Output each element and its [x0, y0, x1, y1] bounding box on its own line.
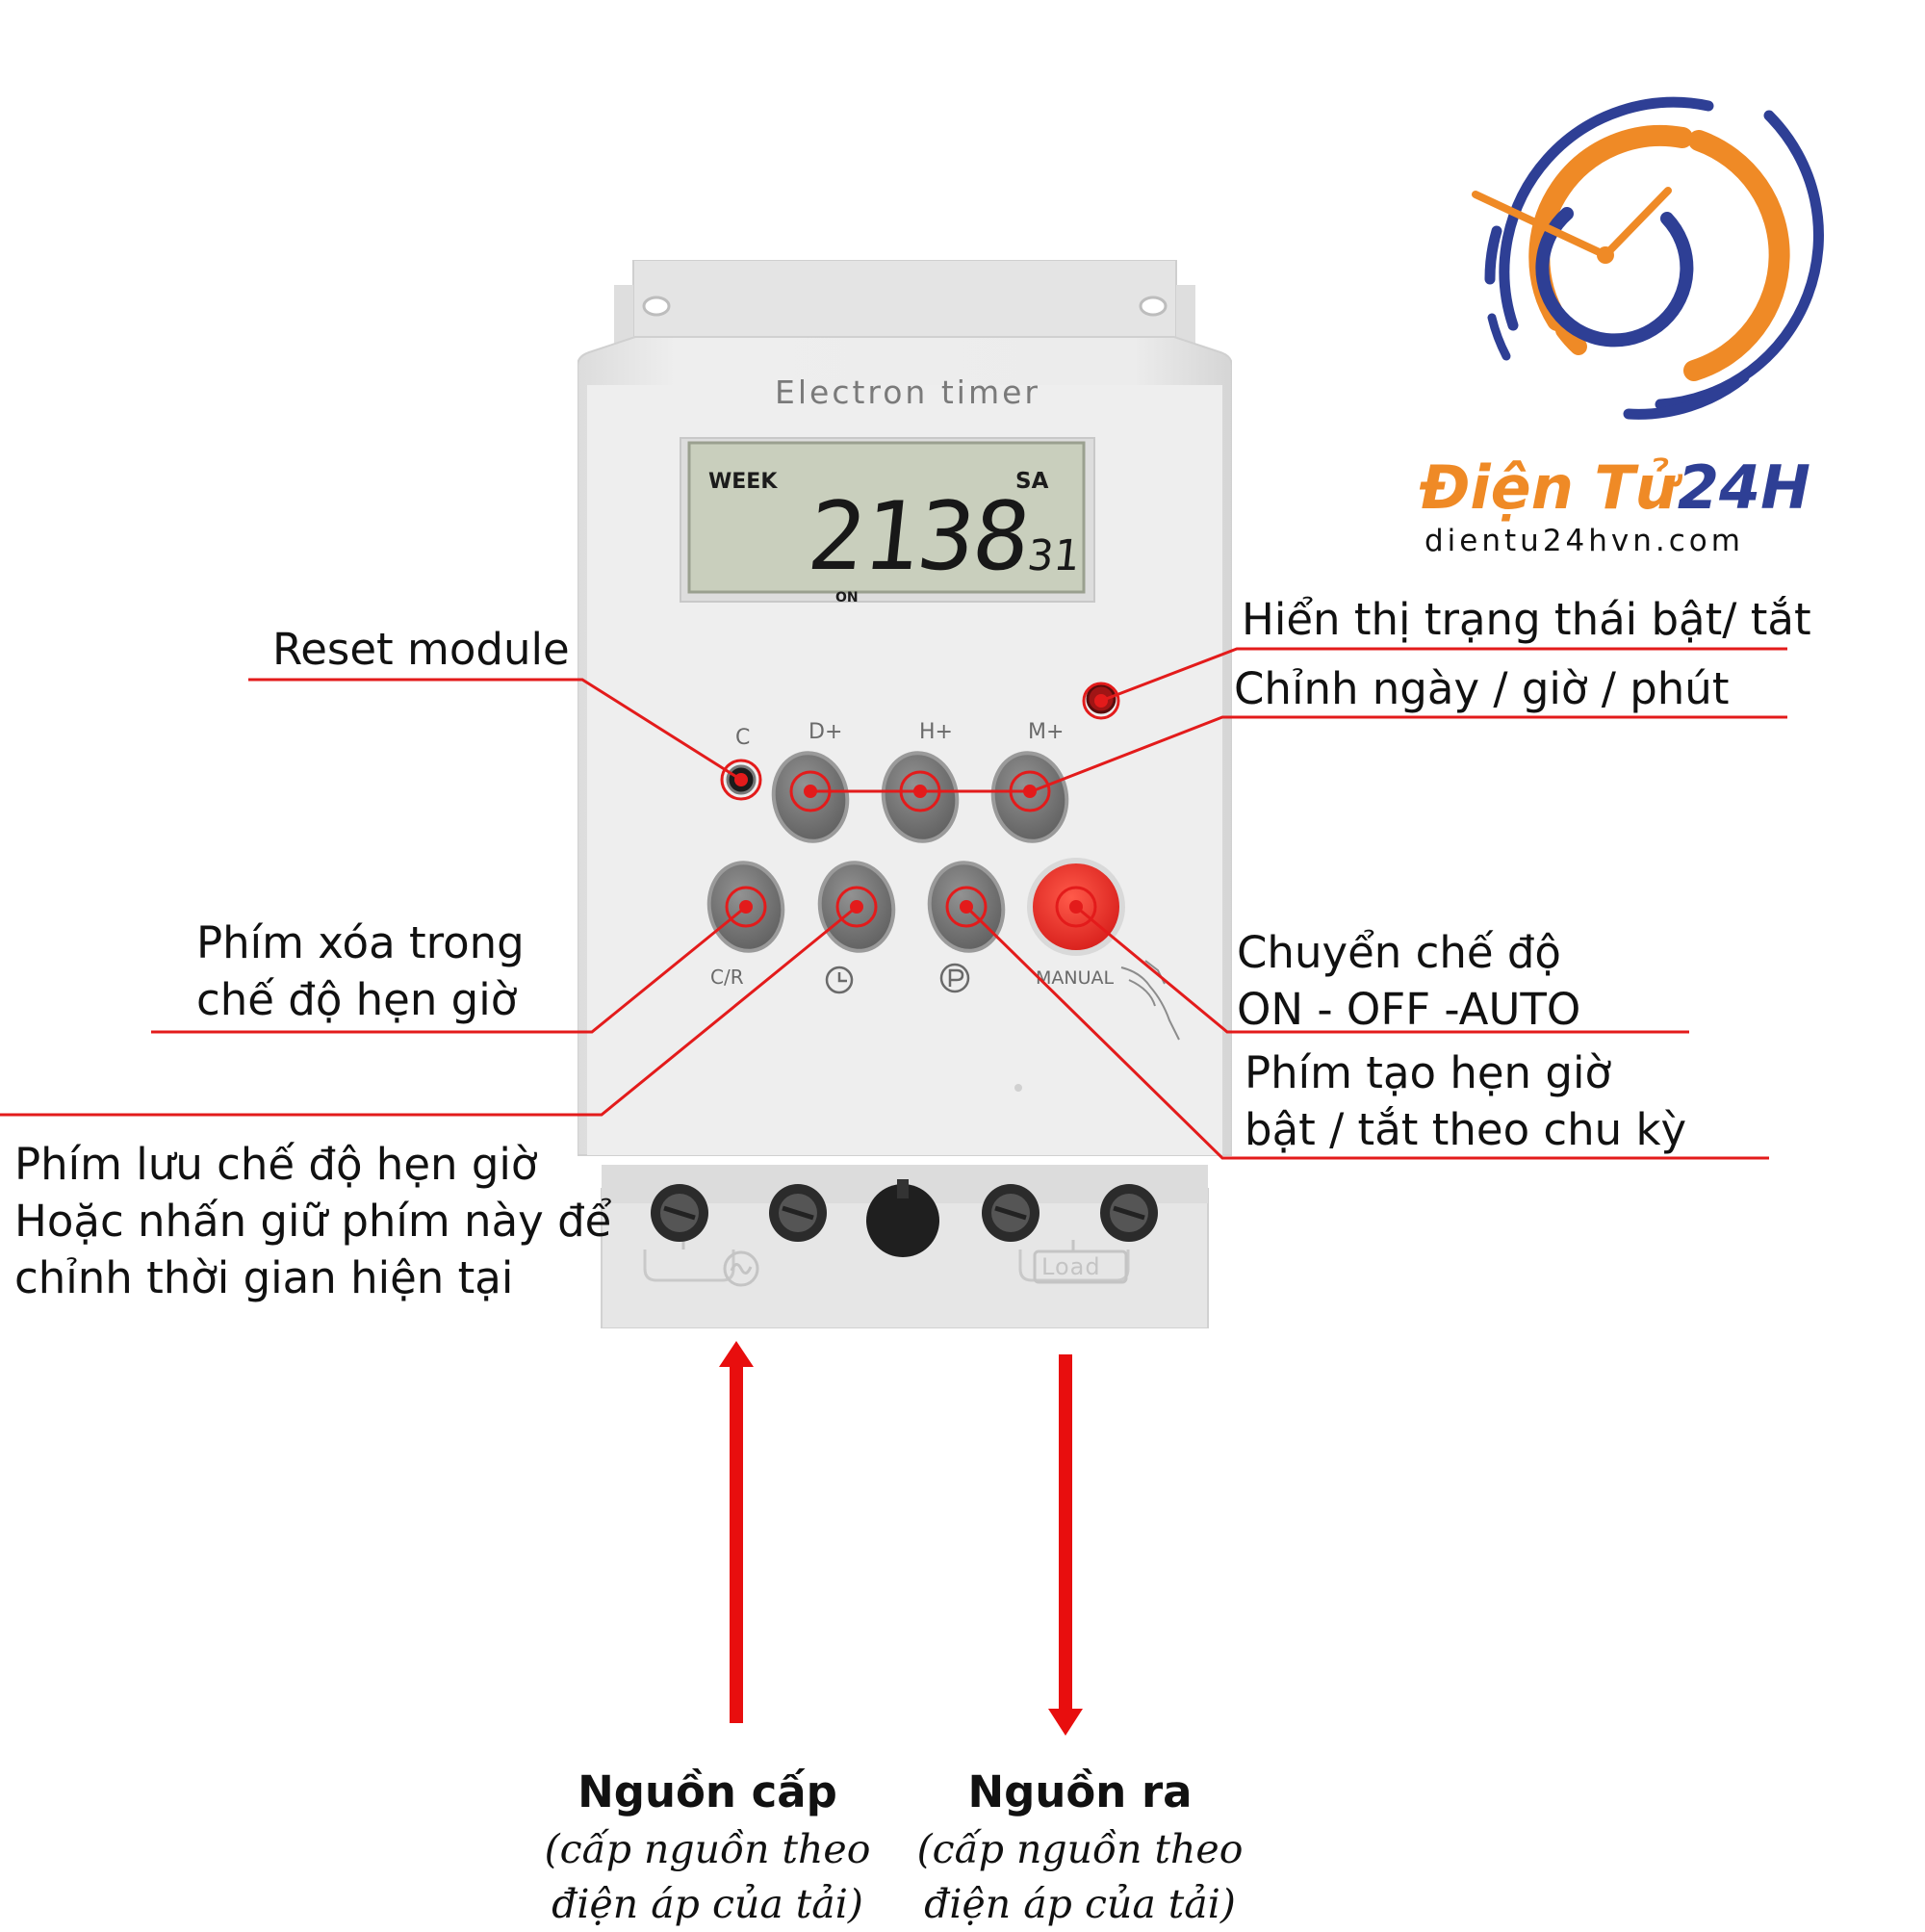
terminal-screw-4: [1100, 1184, 1158, 1242]
brand-url: dientu24hvn.com: [1424, 524, 1744, 558]
annotation-status: Hiển thị trạng thái bật/ tắt: [1242, 594, 1811, 645]
terminal-load-label: Load: [1041, 1253, 1101, 1280]
brand-name: Điện Tử24H: [1420, 452, 1810, 523]
annotation-adjust: Chỉnh ngày / giờ / phút: [1234, 663, 1730, 714]
annotation-delete: Phím xóa trong chế độ hẹn giờ: [196, 917, 525, 1025]
output-arrow: [1048, 1354, 1083, 1736]
lcd-week-label: WEEK: [708, 470, 778, 494]
device-title: Electron timer: [775, 374, 1040, 411]
key-label-minute-plus: M+: [1028, 720, 1065, 744]
annotation-mode: Chuyển chế độ ON - OFF -AUTO: [1237, 927, 1581, 1035]
terminal-screw-2: [769, 1184, 827, 1242]
delete-marker-ring: [725, 886, 767, 928]
save-leader-line: [0, 905, 858, 1117]
reset-marker-ring: [720, 759, 762, 801]
annotation-reset: Reset module: [272, 624, 570, 675]
adjust-leader-line: [1031, 715, 1787, 793]
key-label-c: C: [735, 726, 751, 750]
terminal-screws: [651, 1179, 1158, 1257]
timer-device: Electron timer WEEK SA 2138 31 ON C D+ H…: [577, 259, 1233, 1329]
key-label-day-plus: D+: [808, 720, 843, 744]
adjust-marker-ring-m: [1009, 770, 1051, 812]
brand-logo-icon: [1472, 96, 1824, 420]
clock-icon: [825, 966, 854, 994]
input-arrow-note: (cấp nguồn theo điện áp của tải): [544, 1826, 871, 1927]
save-marker-ring: [835, 886, 878, 928]
program-p-icon: [939, 963, 970, 993]
input-arrow: [719, 1341, 754, 1723]
key-label-manual: MANUAL: [1036, 967, 1115, 989]
input-arrow-title: Nguồn cấp: [578, 1766, 837, 1817]
terminal-screw-3: [982, 1184, 1040, 1242]
terminal-screw-1: [651, 1184, 708, 1242]
key-label-cancel-recall: C/R: [710, 966, 744, 989]
brand-name-suffix: 24H: [1677, 452, 1811, 523]
lcd-day-label: SA: [1015, 469, 1049, 494]
cycle-marker-ring: [945, 886, 988, 928]
key-label-hour-plus: H+: [919, 720, 953, 744]
terminal-center-hole: [866, 1179, 939, 1257]
adjust-marker-ring-d: [789, 770, 832, 812]
annotation-cycle: Phím tạo hẹn giờ bật / tắt theo chu kỳ: [1245, 1047, 1687, 1155]
mode-marker-ring: [1055, 886, 1097, 928]
delete-leader-line: [151, 905, 747, 1034]
mode-leader-line: [1075, 905, 1689, 1034]
output-arrow-title: Nguồn ra: [967, 1766, 1193, 1817]
lcd-state-label: ON: [835, 590, 859, 605]
brand-name-main: Điện Tử: [1420, 452, 1678, 523]
annotation-save: Phím lưu chế độ hẹn giờ Hoặc nhấn giữ ph…: [14, 1139, 612, 1303]
output-arrow-note: (cấp nguồn theo điện áp của tải): [916, 1826, 1244, 1927]
adjust-marker-ring-h: [899, 770, 941, 812]
reset-leader-line: [248, 678, 742, 782]
status-marker-ring: [1082, 682, 1120, 720]
status-leader-line: [1100, 647, 1787, 703]
cycle-leader-line: [964, 905, 1769, 1160]
